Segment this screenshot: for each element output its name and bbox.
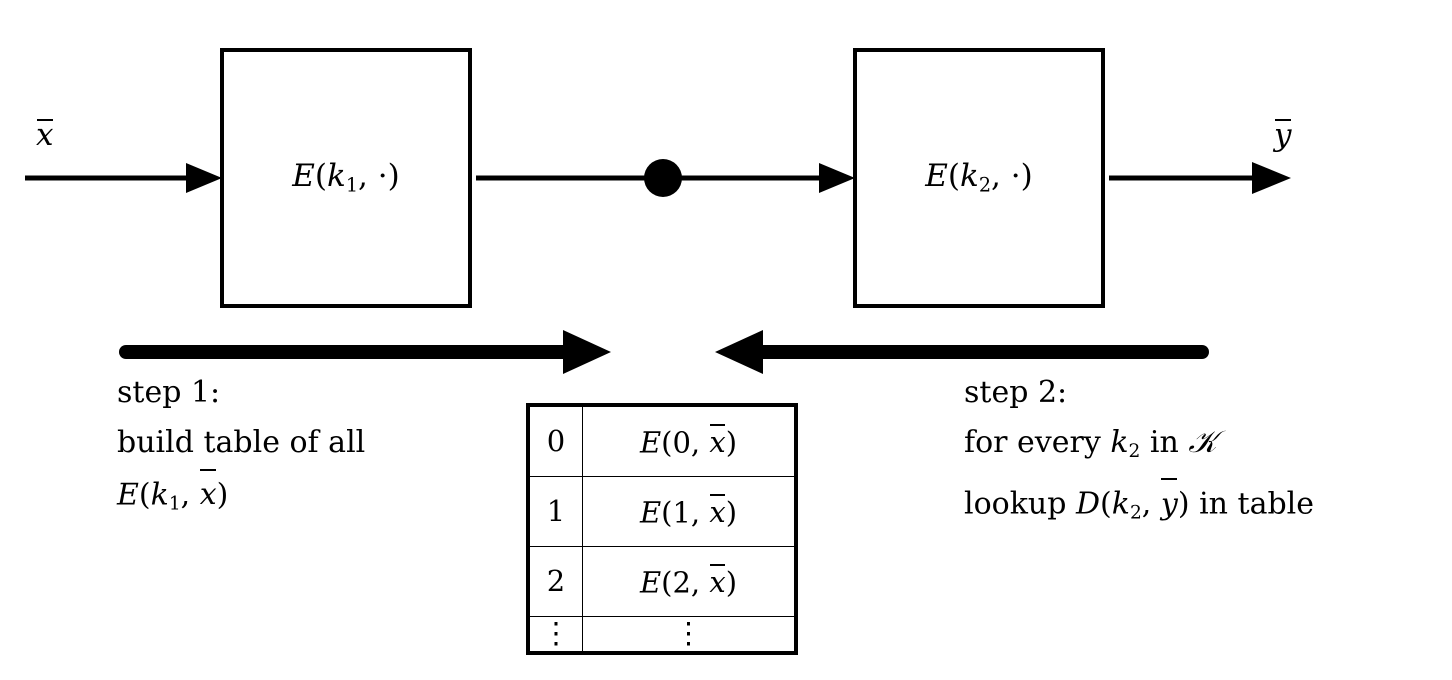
step1-close-paren: ) [216,477,229,513]
table-cell-key-ellipsis: ⋮ [530,615,583,651]
step2-heading: step 2: [964,375,1068,410]
table-cell-key: 0 [530,407,583,477]
e1-comma: , [358,158,378,195]
e2-key: k [960,158,979,195]
table-row-ellipsis: ⋮ ⋮ [530,615,794,651]
e2-open-paren: ( [947,158,961,195]
row2-open-paren: ( [661,565,673,600]
y-bar-glyph: y [1274,117,1292,154]
output-label-y-bar: y [1274,118,1292,151]
step2-arrow [715,330,1209,374]
cipher-block-e2[interactable]: E(k2, ·) [853,48,1113,316]
step1-arrow [119,330,611,374]
e2-comma: , [991,158,1011,195]
cipher-block-e2-label: E(k2, ·) [925,161,1032,195]
step1-open-paren: ( [138,477,151,513]
step2-line3: lookup D(k2, y) in table [964,477,1314,539]
step2-arg-y-bar: y [1161,477,1178,529]
step2-comma: , [1141,486,1161,522]
row0-open-paren: ( [661,425,673,460]
row2-arg1: 2 [672,565,691,600]
step2-line3-suffix: in table [1189,486,1315,522]
step2-decrypt-fn: D [1075,486,1101,522]
table-cell-key: 1 [530,475,583,547]
row2-comma: , [690,565,710,600]
e1-arg-dot: · [377,158,388,195]
step2-close-paren: ) [1177,486,1190,522]
step2-key: k [1110,425,1129,460]
step1-line2: build table of all [117,425,366,460]
e1-fn: E [292,158,315,195]
row0-arg2-x-bar: x [709,423,726,459]
step2-line2-prefix: for every [964,425,1111,460]
mid-line-right [661,163,855,193]
step2-line2: for every k2 in 𝒦 [964,418,1314,477]
e2-close-paren: ) [1020,158,1033,195]
row1-arg1: 1 [672,495,691,530]
table-row[interactable]: 1 E(1, x) [530,475,794,547]
output-arrow [1109,162,1291,194]
row0-comma: , [690,425,710,460]
row0-close-paren: ) [725,425,738,460]
step2-open-paren: ( [1100,486,1112,522]
x-bar-glyph: x [36,117,54,154]
step2-line3-key: k [1111,486,1130,522]
row1-close-paren: ) [725,495,738,530]
row2-close-paren: ) [725,565,738,600]
e2-fn: E [925,158,948,195]
precomputed-encryption-table[interactable]: 0 E(0, x) 1 E(1, x) 2 E(2, x) [526,403,798,655]
e2-key-index: 2 [978,173,992,197]
step1-arg-x-bar: x [200,468,217,520]
cipher-block-e1[interactable]: E(k1, ·) [220,48,480,316]
step1-caption: step 1: build table of all E(k1, x) [117,368,365,530]
step1-line3: E(k1, x) [117,468,365,530]
table-row[interactable]: 2 E(2, x) [530,545,794,617]
step1-fn: E [117,477,139,513]
row0-fn: E [639,425,662,460]
row1-open-paren: ( [661,495,673,530]
e1-key-index: 1 [345,173,359,197]
step2-key-index: 2 [1128,441,1141,463]
table-cell-value: E(0, x) [582,407,794,477]
e1-close-paren: ) [387,158,400,195]
table-cell-value: E(2, x) [582,545,794,617]
row1-fn: E [639,495,662,530]
step1-comma: , [180,477,200,513]
step2-line3-key-index: 2 [1129,502,1142,524]
row1-arg2-x-bar: x [709,493,726,529]
step2-caption: step 2: for every k2 in 𝒦 lookup D(k2, y… [964,368,1314,539]
step2-keyspace-symbol: 𝒦 [1188,425,1217,460]
cipher-block-e1-label: E(k1, ·) [292,161,399,195]
table-cell-value: E(1, x) [582,475,794,547]
table-cell-value-ellipsis: ⋮ [582,615,794,651]
step1-heading: step 1: [117,375,221,410]
table-cell-key: 2 [530,545,583,617]
e1-open-paren: ( [314,158,328,195]
input-arrow [25,163,222,193]
table-row[interactable]: 0 E(0, x) [530,407,794,477]
row1-comma: , [690,495,710,530]
step2-line3-prefix: lookup [964,486,1076,522]
step1-key: k [150,477,169,513]
e2-arg-dot: · [1010,158,1021,195]
row2-arg2-x-bar: x [709,563,726,599]
e1-key: k [327,158,346,195]
step2-line2-mid: in [1140,425,1189,460]
row0-arg1: 0 [672,425,691,460]
step1-key-index: 1 [168,493,181,515]
row2-fn: E [639,565,662,600]
input-label-x-bar: x [36,118,53,151]
